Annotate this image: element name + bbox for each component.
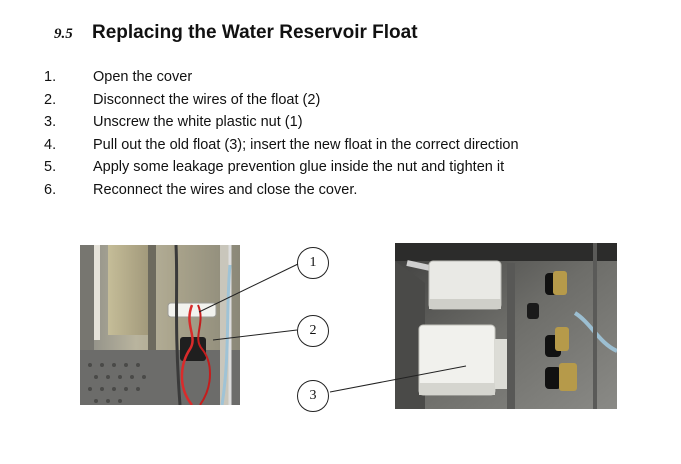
section-title: Replacing the Water Reservoir Float [92,22,418,43]
step-6: 6. Reconnect the wires and close the cov… [44,179,519,202]
step-text: Open the cover [93,69,193,85]
step-1: 1. Open the cover [44,66,519,89]
callout-2: 2 [297,315,329,347]
step-number: 5. [44,159,57,175]
step-3: 3. Unscrew the white plastic nut (1) [44,111,519,134]
step-text: Apply some leakage prevention glue insid… [93,159,505,175]
step-text: Reconnect the wires and close the cover. [93,181,358,198]
step-number: 2. [44,91,57,108]
section-number: 9.5 [54,26,73,42]
step-5: 5. Apply some leakage prevention glue in… [44,156,519,179]
section-heading: 9.5 Replacing the Water Reservoir Float [54,22,418,44]
step-text: Pull out the old float (3); insert the n… [93,136,519,153]
float-wires-photo [80,245,240,405]
reservoir-photo [395,243,617,409]
step-4: 4. Pull out the old float (3); insert th… [44,134,519,157]
step-2: 2. Disconnect the wires of the float (2) [44,89,519,112]
step-number: 1. [44,69,57,85]
step-text: Disconnect the wires of the float (2) [93,91,321,108]
step-number: 6. [44,181,57,198]
callout-3: 3 [297,380,329,412]
callout-1: 1 [297,247,329,279]
step-number: 3. [44,114,57,130]
step-text: Unscrew the white plastic nut (1) [93,114,303,130]
instruction-steps: 1. Open the cover 2. Disconnect the wire… [44,66,519,201]
step-number: 4. [44,136,57,153]
